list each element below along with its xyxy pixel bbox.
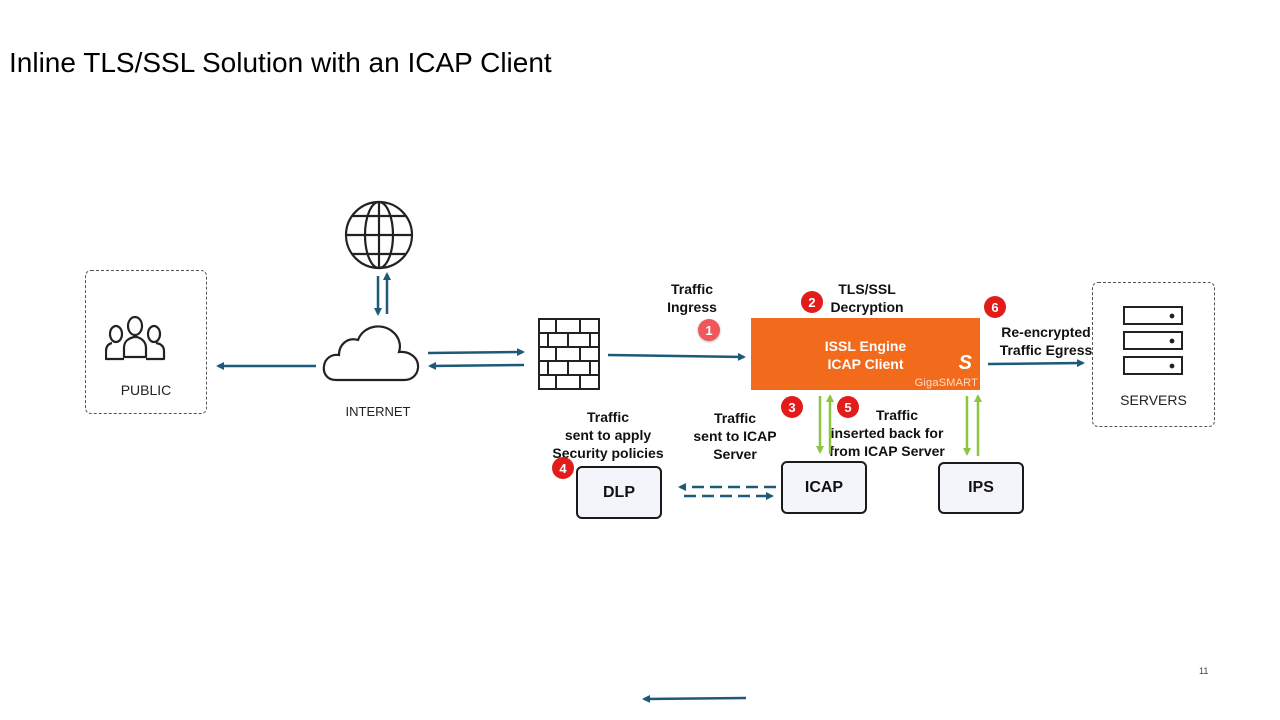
firewall-icon [538, 318, 600, 390]
public-node: PUBLIC [85, 270, 207, 414]
label-line: TLS/SSL [838, 281, 896, 297]
label-line: Server [713, 446, 757, 462]
label-line: sent to apply [564, 427, 652, 443]
arrow-ingress [607, 352, 746, 361]
step-badge-2: 2 [801, 291, 823, 313]
label-line: inserted back for [830, 425, 944, 441]
label-line: from ICAP Server [829, 443, 945, 459]
gigasmart-logo-icon: S [958, 352, 972, 374]
label-line: Traffic [586, 409, 629, 425]
engine-line-2: ICAP Client [827, 356, 904, 372]
ips-box: IPS [938, 462, 1024, 514]
servers-label: SERVERS [1120, 392, 1187, 408]
label-line: Traffic [670, 281, 713, 297]
slide-title: Inline TLS/SSL Solution with an ICAP Cli… [9, 47, 552, 78]
arrow-egress [987, 359, 1085, 368]
step-badge-5: 5 [837, 396, 859, 418]
label-inserted-back: Traffic inserted back for from ICAP Serv… [823, 406, 951, 460]
label-sent-to-apply: Traffic sent to apply Security policies [548, 408, 668, 462]
label-line: Traffic Egress [999, 342, 1093, 358]
engine-title: ISSL Engine ICAP Client [751, 337, 980, 373]
arrow-firewall-to-internet [428, 361, 525, 370]
icap-box: ICAP [781, 461, 867, 514]
page-number: 11 [1199, 666, 1209, 676]
label-sent-to-icap: Traffic sent to ICAP Server [688, 409, 782, 463]
internet-label: INTERNET [345, 404, 411, 419]
step-badge-4: 4 [552, 457, 574, 479]
servers-node: SERVERS [1092, 282, 1215, 427]
label-line: Security policies [552, 445, 664, 461]
label-line: Traffic [875, 407, 918, 423]
label-line: Ingress [667, 299, 717, 315]
cloud-icon [322, 325, 420, 382]
engine-brand: GigaSMART [914, 377, 978, 389]
label-line: Re-encrypted [1001, 324, 1091, 340]
engine-line-1: ISSL Engine [824, 338, 907, 354]
label-line: sent to ICAP [693, 428, 777, 444]
step-badge-3: 3 [781, 396, 803, 418]
step-badge-1: 1 [698, 319, 720, 341]
step-badge-6: 6 [984, 296, 1006, 318]
server-rack-icon [1123, 306, 1183, 375]
globe-icon [344, 200, 414, 270]
users-icon [105, 315, 166, 361]
label-line: Decryption [830, 299, 904, 315]
dlp-box: DLP [576, 466, 662, 519]
issl-engine-box: ISSL Engine ICAP Client S GigaSMART [751, 318, 980, 390]
label-traffic-ingress: Traffic Ingress [652, 280, 732, 316]
arrow-internet-to-firewall [427, 348, 525, 357]
public-label: PUBLIC [120, 382, 172, 398]
label-reencrypted: Re-encrypted Traffic Egress [995, 323, 1097, 359]
label-tls-decryption: TLS/SSL Decryption [822, 280, 912, 316]
label-line: Traffic [713, 410, 756, 426]
arrow-bottom-left [642, 694, 747, 703]
